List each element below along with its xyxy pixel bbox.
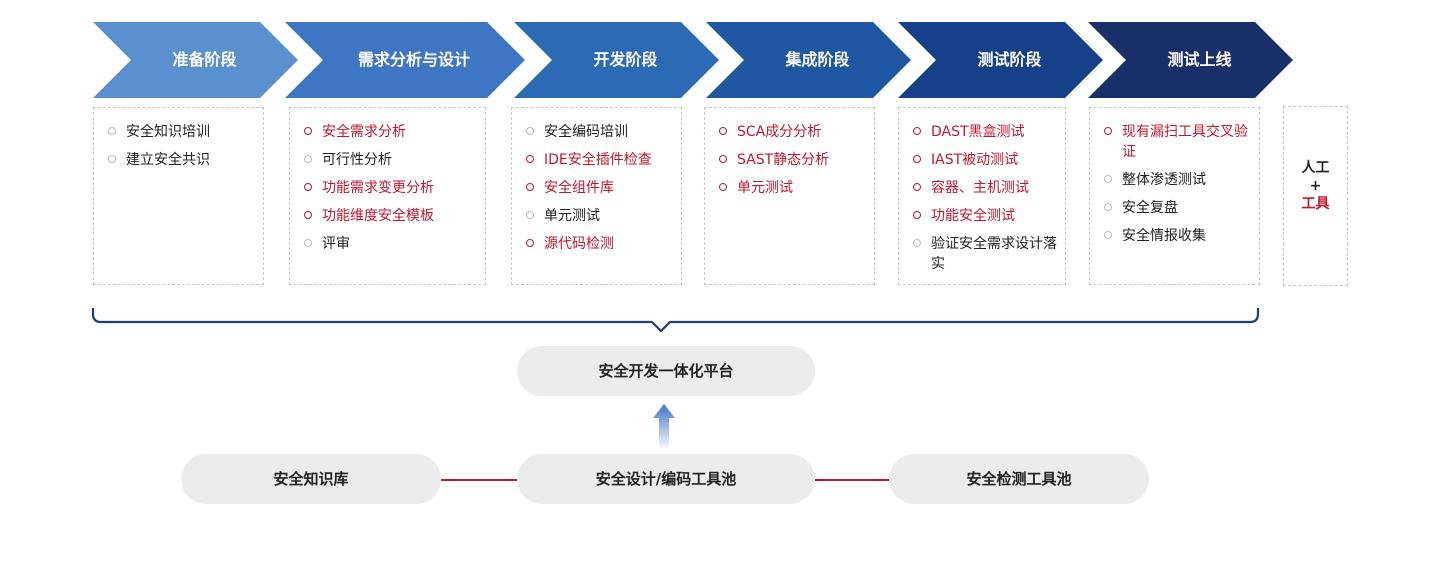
- stage-label: 集成阶段: [785, 50, 850, 69]
- stage-box-1: 安全知识培训建立安全共识: [93, 107, 264, 285]
- side-line-manual: 人工: [1301, 160, 1330, 176]
- stage-arrow-2: 需求分析与设计: [285, 22, 525, 98]
- stage-box-2: 安全需求分析可行性分析功能需求变更分析功能维度安全模板评审: [289, 107, 486, 285]
- activity-list: 现有漏扫工具交叉验证整体渗透测试安全复盘安全情报收集: [1090, 108, 1259, 246]
- activity-item: SAST静态分析: [719, 150, 874, 170]
- activity-item: 单元测试: [526, 206, 681, 226]
- stage-label: 测试上线: [1167, 50, 1232, 69]
- activity-item: 安全编码培训: [526, 122, 681, 142]
- stage-arrow-1: 准备阶段: [93, 22, 298, 98]
- activity-item: 容器、主机测试: [913, 178, 1065, 198]
- stage-label: 准备阶段: [172, 50, 237, 69]
- chevron-shape: [514, 22, 719, 98]
- activity-item: 整体渗透测试: [1104, 170, 1259, 190]
- platform-pill: 安全开发一体化平台: [517, 346, 815, 396]
- activity-item: 安全知识培训: [108, 122, 263, 142]
- activity-item: 安全复盘: [1104, 198, 1259, 218]
- activity-item: SCA成分分析: [719, 122, 874, 142]
- stage-label: 测试阶段: [977, 50, 1042, 69]
- activity-item: 安全组件库: [526, 178, 681, 198]
- stage-box-5: DAST黑盒测试 IAST被动测试容器、主机测试功能安全测试验证安全需求设计落实: [898, 107, 1066, 285]
- design-coding-tool-pool-pill: 安全设计/编码工具池: [517, 454, 815, 504]
- activity-item: 源代码检测: [526, 234, 681, 254]
- activity-item: 安全需求分析: [304, 122, 485, 142]
- activity-item: 功能需求变更分析: [304, 178, 485, 198]
- activity-list: 安全需求分析可行性分析功能需求变更分析功能维度安全模板评审: [290, 108, 485, 254]
- activity-item: 验证安全需求设计落实: [913, 234, 1065, 274]
- activity-item: 可行性分析: [304, 150, 485, 170]
- detection-tool-pool-pill: 安全检测工具池: [889, 454, 1149, 504]
- chevron-shape: [706, 22, 911, 98]
- chevron-shape: [93, 22, 298, 98]
- stage-arrow-4: 集成阶段: [706, 22, 911, 98]
- chevron-shape: [285, 22, 525, 98]
- activity-item: 评审: [304, 234, 485, 254]
- chevron-shape: [898, 22, 1103, 98]
- activity-item: 功能维度安全模板: [304, 206, 485, 226]
- connector-right: [815, 479, 890, 481]
- activity-item: 安全情报收集: [1104, 226, 1259, 246]
- chevron-shape: [1088, 22, 1293, 98]
- stage-label: 需求分析与设计: [357, 50, 470, 69]
- activity-item: DAST黑盒测试: [913, 122, 1065, 142]
- connector-left: [441, 479, 518, 481]
- activity-item: 建立安全共识: [108, 150, 263, 170]
- side-line-plus: +: [1309, 178, 1322, 194]
- manual-plus-tools-box: 人工 + 工具: [1283, 106, 1348, 286]
- stage-arrow-6: 测试上线: [1088, 22, 1293, 98]
- activity-item: IAST被动测试: [913, 150, 1065, 170]
- stage-arrow-3: 开发阶段: [514, 22, 719, 98]
- stage-box-6: 现有漏扫工具交叉验证整体渗透测试安全复盘安全情报收集: [1089, 107, 1260, 285]
- activity-item: IDE安全插件检查: [526, 150, 681, 170]
- activity-item: 现有漏扫工具交叉验证: [1104, 122, 1259, 162]
- activity-list: DAST黑盒测试 IAST被动测试容器、主机测试功能安全测试验证安全需求设计落实: [899, 108, 1065, 274]
- stage-box-3: 安全编码培训 IDE安全插件检查安全组件库单元测试源代码检测: [511, 107, 682, 285]
- stage-arrow-5: 测试阶段: [898, 22, 1103, 98]
- activity-list: 安全知识培训建立安全共识: [94, 108, 263, 170]
- stage-label: 开发阶段: [593, 50, 658, 69]
- up-arrow-icon: [653, 404, 675, 450]
- activity-item: 单元测试: [719, 178, 874, 198]
- activity-list: 安全编码培训 IDE安全插件检查安全组件库单元测试源代码检测: [512, 108, 681, 254]
- side-line-tools: 工具: [1301, 196, 1330, 212]
- activity-item: 功能安全测试: [913, 206, 1065, 226]
- stage-box-4: SCA成分分析 SAST静态分析单元测试: [704, 107, 875, 285]
- activity-list: SCA成分分析 SAST静态分析单元测试: [705, 108, 874, 198]
- knowledge-base-pill: 安全知识库: [181, 454, 441, 504]
